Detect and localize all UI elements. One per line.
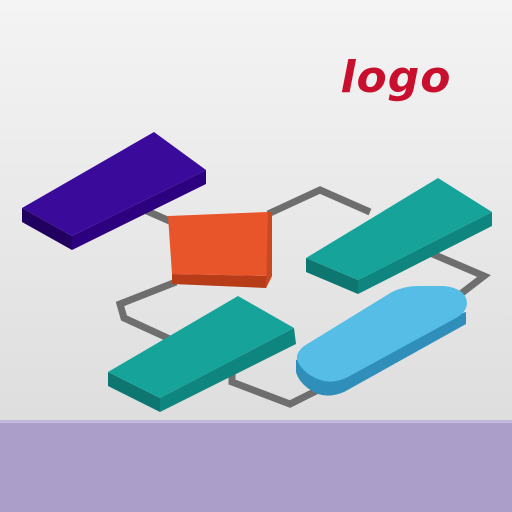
bottom-band [0,420,512,512]
connector-orange-topright [266,186,372,218]
teal-block-left [108,296,296,412]
orange-block [168,212,272,288]
purple-block [22,132,206,250]
connector-orange-left-loop [115,278,178,344]
connector-teal-right [426,248,491,299]
lightblue-block [296,286,467,396]
logo-wordmark: logo [340,52,451,103]
bottom-band-highlight [0,420,512,423]
teal-block-right [306,178,492,294]
